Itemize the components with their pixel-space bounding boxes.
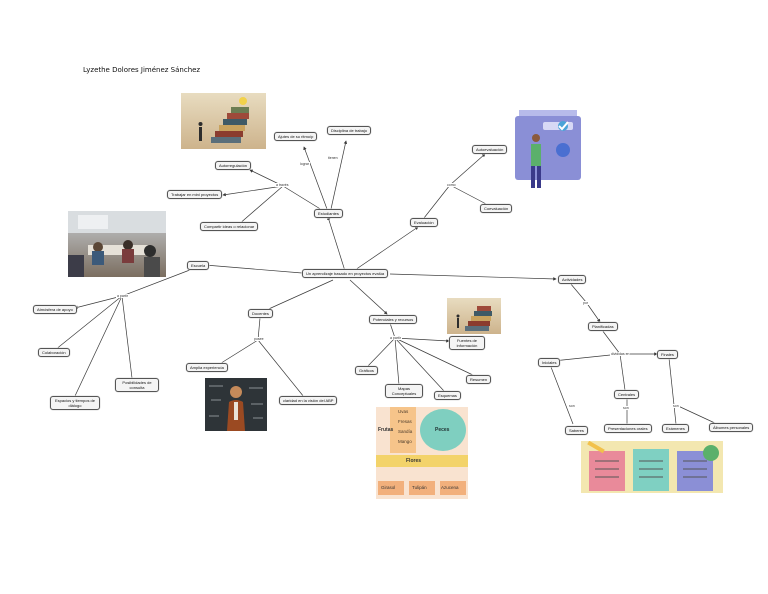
teacher-photo	[205, 378, 267, 431]
link-por: por	[582, 301, 590, 305]
books-stairs-image	[181, 93, 266, 149]
tulipan-label: Tulipán	[412, 485, 427, 490]
girasol-label: Girasol	[381, 485, 396, 490]
node-esquemas[interactable]: Esquemas	[434, 391, 461, 400]
node-actividades[interactable]: Actividades	[558, 275, 587, 284]
node-coevaluacion[interactable]: Coevaluación	[480, 204, 513, 213]
books-small-image	[447, 298, 501, 334]
node-planificadas[interactable]: Planificadas	[588, 322, 618, 331]
node-graficos[interactable]: Gráficos	[355, 366, 378, 375]
node-autorregulacion[interactable]: Autorregulación	[215, 161, 252, 170]
evaluation-board-image	[513, 108, 583, 193]
node-examenes[interactable]: Exámenes	[662, 424, 689, 433]
node-espacios[interactable]: Espacios y tiempos de diálogo	[50, 396, 100, 410]
azucena-label: Azucena	[441, 485, 459, 490]
link-logran: lograr	[299, 162, 310, 166]
mango-label: Mango	[398, 439, 412, 444]
node-iniciales[interactable]: Iniciales	[538, 358, 561, 367]
node-fuentes[interactable]: Fuentes de información	[449, 336, 485, 350]
link-a-partir: a partir	[116, 294, 129, 298]
node-disciplina[interactable]: Disciplina de trabajo	[327, 126, 372, 135]
peces-label: Peces	[435, 427, 450, 433]
node-compartir[interactable]: Compartir ideas o relacionar	[200, 222, 259, 231]
link-a-traves: a través	[275, 183, 290, 187]
link-tienen: tienen	[327, 156, 339, 160]
sandia-label: Sandía	[398, 429, 413, 434]
flores-label: Flores	[406, 458, 422, 464]
node-potenciales[interactable]: Potenciales y recursos	[369, 315, 418, 324]
node-posibilidades[interactable]: Posibilidades de consulta	[115, 378, 159, 392]
link-divididas: divididas en	[610, 352, 631, 356]
link-son-2: son	[622, 406, 630, 410]
node-saberes[interactable]: Saberes	[565, 426, 588, 435]
node-evaluacion[interactable]: Evaluación	[410, 218, 438, 227]
link-son-1: son	[568, 404, 576, 408]
node-albumes[interactable]: Álbumes personales	[709, 423, 754, 432]
classroom-photo	[68, 211, 166, 277]
node-escuela[interactable]: Escuela	[187, 261, 210, 270]
node-autoevaluacion[interactable]: Autoevaluación	[472, 145, 508, 154]
fresas-label: Fresas	[398, 419, 412, 424]
concept-map-illustration: Frutas Uvas Fresas Sandía Mango Peces Fl…	[376, 407, 468, 499]
node-docentes[interactable]: Docentes	[248, 309, 273, 318]
central-concept[interactable]: Un aprendizaje basado en proyectos evalú…	[302, 269, 389, 278]
node-presentaciones[interactable]: Presentaciones orales	[604, 424, 652, 433]
node-mapas[interactable]: Mapas Conceptuales	[385, 384, 423, 398]
node-colaboracion[interactable]: Colaboración	[38, 348, 70, 357]
link-potenciales-de: a partir	[389, 336, 402, 340]
author-name: Lyzethe Dolores Jiménez Sánchez	[83, 66, 201, 74]
link-son-3: son	[672, 404, 680, 408]
node-amplia[interactable]: Amplia experiencia	[186, 363, 228, 372]
link-como: como	[446, 183, 457, 187]
node-estudiantes[interactable]: Estudiantes	[314, 209, 343, 218]
node-claridad[interactable]: claridad en la visión del ABP	[279, 396, 338, 405]
link-posee: posee	[253, 337, 265, 341]
node-finales[interactable]: Finales	[657, 350, 678, 359]
frutas-label: Frutas	[378, 427, 394, 433]
node-resumen[interactable]: Resumen	[466, 375, 492, 384]
uva-label: Uvas	[398, 409, 409, 414]
documents-illustration	[581, 441, 723, 493]
node-ritmo[interactable]: Ajutes de su ritmo/p	[274, 132, 318, 141]
node-mini-proyectos[interactable]: Trabajar en mini proyectos	[167, 190, 223, 199]
node-centrales[interactable]: Centrales	[614, 390, 640, 399]
node-atmosfera[interactable]: Atmósfera de apoyo	[33, 305, 77, 314]
